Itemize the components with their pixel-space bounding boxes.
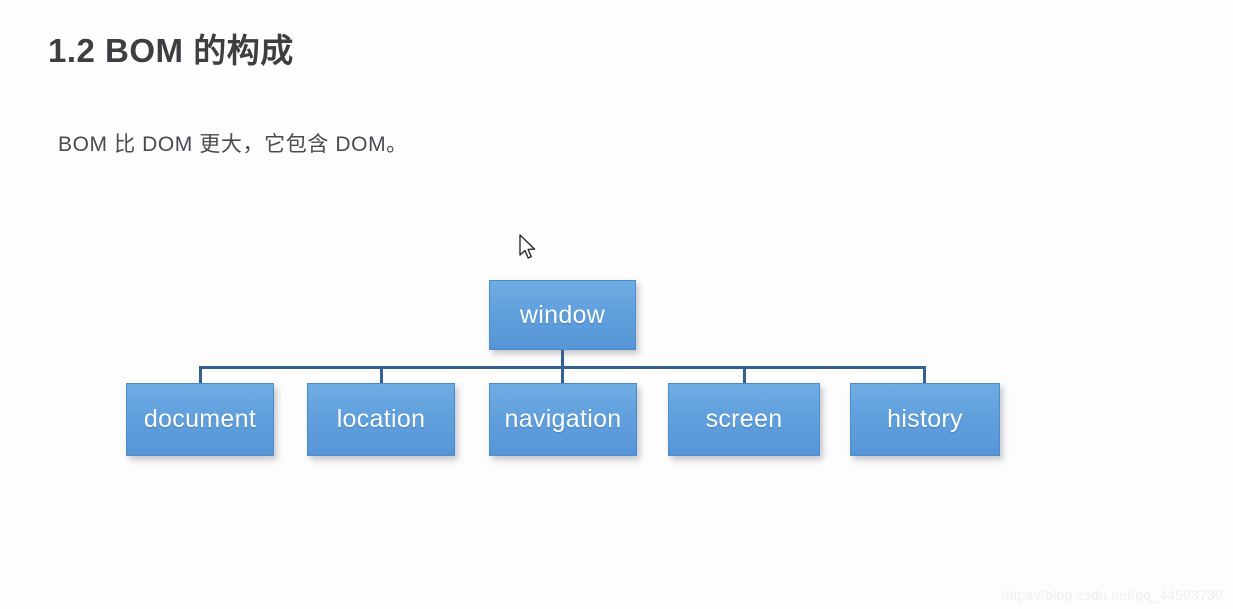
connector-root-stem	[561, 350, 564, 368]
connector-drop-history	[923, 366, 926, 384]
connector-drop-location	[380, 366, 383, 384]
diagram-node-label: screen	[705, 405, 783, 433]
diagram-node-label: history	[887, 405, 963, 433]
diagram-node-location[interactable]: location	[307, 383, 455, 456]
connector-drop-navigation	[561, 366, 564, 384]
diagram-node-label: navigation	[504, 405, 622, 433]
diagram-node-navigation[interactable]: navigation	[489, 383, 637, 456]
diagram-node-label: window	[519, 300, 606, 329]
diagram-node-label: location	[336, 405, 426, 433]
connector-drop-document	[199, 366, 202, 384]
diagram-node-screen[interactable]: screen	[668, 383, 820, 456]
diagram-node-document[interactable]: document	[126, 383, 274, 456]
diagram-node-history[interactable]: history	[850, 383, 1000, 456]
watermark: https://blog.csdn.net/qq_44503730	[1001, 587, 1223, 603]
diagram-node-label: document	[143, 405, 257, 433]
page-title: 1.2 BOM 的构成	[48, 32, 294, 69]
connector-drop-screen	[743, 366, 746, 384]
diagram-node-window[interactable]: window	[489, 280, 636, 350]
slide-subtitle: BOM 比 DOM 更大，它包含 DOM。	[58, 133, 408, 156]
